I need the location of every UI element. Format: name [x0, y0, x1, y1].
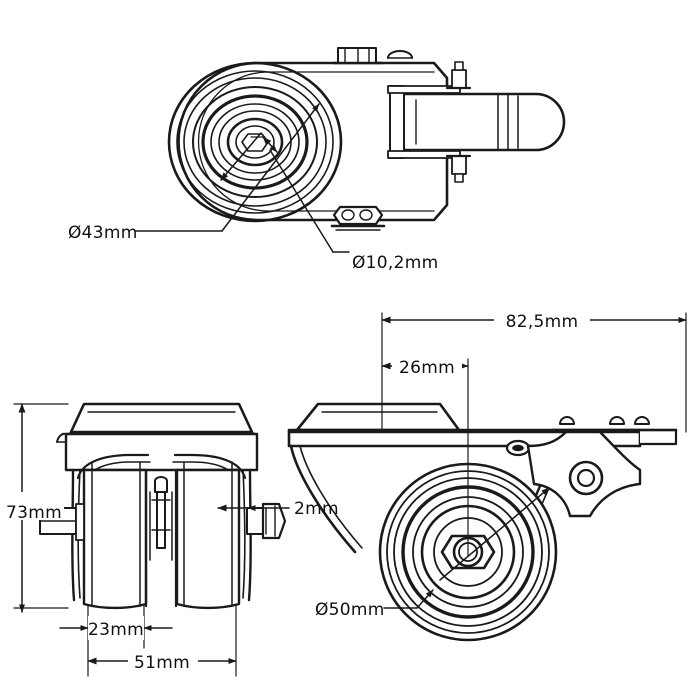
dim-label-wheel-diameter: Ø50mm: [315, 600, 385, 620]
front-view-center-axle: [144, 468, 178, 608]
dim-tread-width: [59, 605, 173, 649]
front-view-top-plate: [67, 402, 256, 436]
dim-label-hub-diameter: Ø43mm: [68, 223, 138, 243]
dim-overall-length: [381, 309, 687, 433]
top-view-leaders: [134, 103, 350, 253]
front-view-right-wheel: [175, 461, 241, 610]
front-view-right-axle-nut: [238, 499, 287, 545]
side-view-brake-lever: [504, 416, 678, 558]
dim-overall-width: [87, 605, 237, 677]
dim-label-overall-height: 73mm: [6, 503, 62, 523]
dim-label-plate-thickness: 2mm: [294, 499, 339, 519]
dim-label-overall-width: 51mm: [134, 653, 190, 673]
dim-swivel-offset: [381, 355, 469, 557]
dim-overall-height: [6, 403, 69, 613]
front-view: [39, 402, 287, 610]
top-view-bolt-bottom: [330, 205, 386, 231]
dim-label-tread-width: 23mm: [88, 620, 144, 640]
top-view-brake-pedal: [387, 61, 566, 183]
dim-label-swivel-offset: 26mm: [399, 358, 455, 378]
side-view-top-plate: [295, 402, 461, 432]
dim-label-overall-length: 82,5mm: [506, 312, 579, 332]
dim-wheel-diameter-leader: [383, 487, 550, 609]
top-view-bolt-top: [332, 47, 413, 65]
front-view-left-wheel: [82, 461, 148, 610]
dim-label-bore-diameter: Ø10,2mm: [352, 253, 438, 273]
top-view: [134, 47, 566, 253]
top-view-kingpin: [241, 133, 269, 152]
